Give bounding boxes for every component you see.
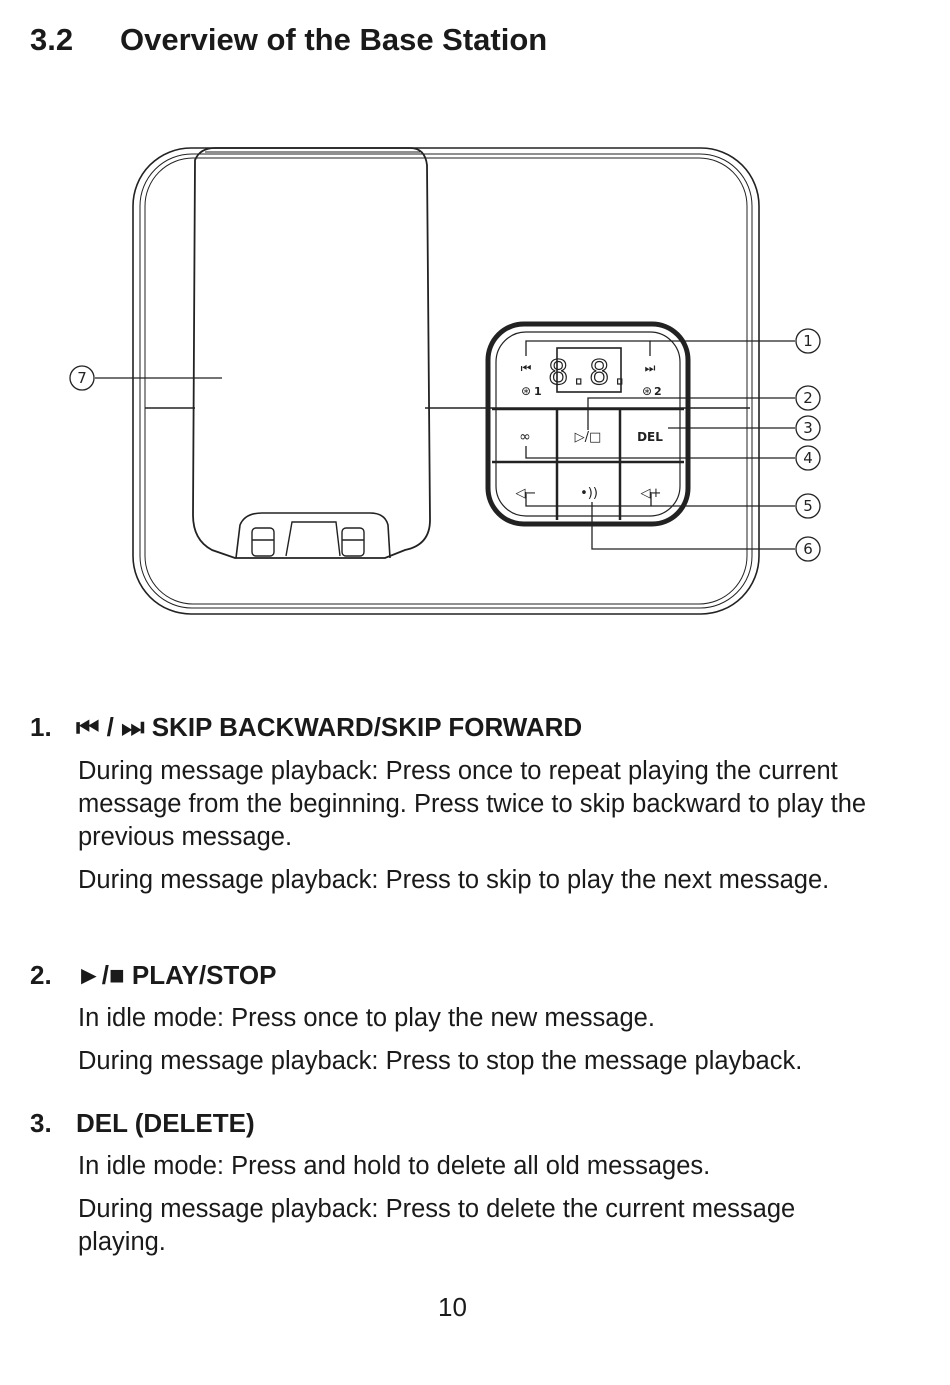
callout-3 (795, 415, 821, 441)
item-2-heading: 2. ►/■ PLAY/STOP (30, 960, 276, 991)
section-heading: 3.2 Overview of the Base Station (30, 22, 547, 58)
callout-1 (795, 328, 821, 354)
item-3-title: DEL (DELETE) (76, 1108, 255, 1138)
del-key-label: DEL (637, 430, 663, 444)
answer-on-off-icon: ∞ (519, 429, 531, 445)
callout-4-label: 4 (803, 449, 813, 467)
callout-1-label: 1 (803, 332, 813, 350)
base-station-illustration: 8.8. ⏮ ⏭ ⊛ 1 ⊛ 2 ∞ ▷/□ DEL ◁− •)) ◁+ (69, 147, 821, 615)
item-3-number: 3. (30, 1108, 52, 1138)
callout-6 (795, 536, 821, 562)
play-stop-glyphs: ►/■ (76, 960, 125, 990)
skip-forward-icon: ⏭ (645, 361, 656, 375)
item-2-number: 2. (30, 960, 52, 990)
display-digits: 8.8. (548, 353, 630, 393)
housing-outline (132, 147, 760, 615)
page-number: 10 (438, 1292, 467, 1322)
section-number: 3.2 (30, 22, 74, 57)
keypad-panel: 8.8. ⏮ ⏭ ⊛ 1 ⊛ 2 ∞ ▷/□ DEL ◁− •)) ◁+ (485, 321, 691, 527)
play-stop-icon: ▷/□ (575, 430, 602, 445)
charging-contacts (235, 512, 391, 559)
led-display (556, 347, 622, 393)
memory1-label: 1 (534, 385, 542, 398)
item-1-heading: 1. ⏮ / ⏭ SKIP BACKWARD/SKIP FORWARD (30, 712, 582, 744)
item-3-heading: 3. DEL (DELETE) (30, 1108, 255, 1139)
callout-5-label: 5 (803, 497, 813, 515)
memory2-label: 2 (654, 385, 662, 398)
memory2-icon: ⊛ (642, 384, 652, 398)
item-2-paragraph-1: In idle mode: Press once to play the new… (78, 1004, 655, 1032)
handset-cradle (192, 147, 431, 559)
callout-2 (795, 385, 821, 411)
callout-7 (69, 365, 95, 391)
item-2-title: PLAY/STOP (131, 960, 277, 990)
skip-icons: ⏮ / ⏭ (76, 712, 145, 742)
callout-2-label: 2 (803, 389, 813, 407)
item-3-paragraph-1: In idle mode: Press and hold to delete a… (78, 1152, 711, 1180)
callout-5 (795, 493, 821, 519)
callout-7-label: 7 (77, 369, 87, 387)
item-1-paragraph-1: During message playback: Press once to r… (78, 757, 867, 851)
item-1-title: SKIP BACKWARD/SKIP FORWARD (151, 712, 583, 742)
base-station-diagram: 8.8. ⏮ ⏭ ⊛ 1 ⊛ 2 ∞ ▷/□ DEL ◁− •)) ◁+ (0, 100, 950, 630)
skip-back-icon: ⏮ (521, 361, 532, 375)
callout-3-label: 3 (803, 419, 813, 437)
memory1-icon: ⊛ (521, 384, 531, 398)
section-title: Overview of the Base Station (120, 22, 548, 57)
item-2-paragraph-2: During message playback: Press to stop t… (78, 1047, 803, 1075)
item-3-paragraph-2: During message playback: Press to delete… (78, 1195, 796, 1256)
callout-6-label: 6 (803, 540, 813, 558)
item-1-paragraph-2: During message playback: Press to skip t… (78, 866, 830, 894)
find-handset-icon: •)) (580, 486, 598, 501)
callout-4 (795, 445, 821, 471)
item-1-number: 1. (30, 712, 52, 742)
